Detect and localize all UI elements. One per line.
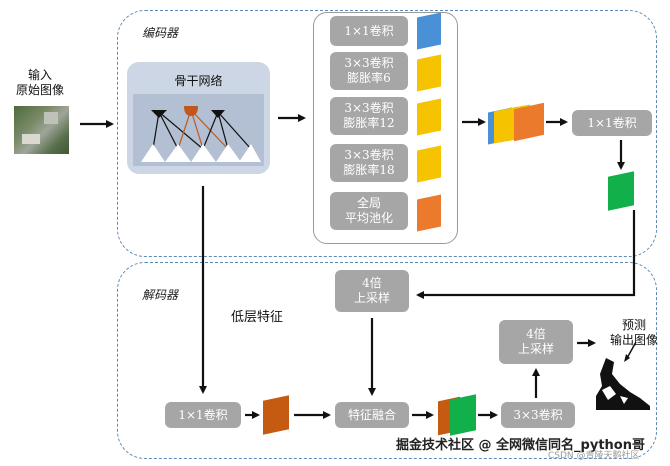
decoder-conv1x1: 1×1卷积 bbox=[165, 402, 241, 428]
decoder-conv3x3: 3×3卷积 bbox=[501, 402, 575, 428]
backbone-label: 骨干网络 bbox=[174, 74, 223, 88]
decoder-upsample-1: 4倍 上采样 bbox=[335, 270, 409, 312]
prediction-label: 预测 输出图像 bbox=[609, 318, 658, 347]
watermark-subtext: CSDN @青陵天鹅社区 bbox=[548, 451, 640, 461]
input-image bbox=[14, 106, 69, 154]
low-level-feature-label: 低层特征 bbox=[230, 310, 283, 325]
encoder-region bbox=[117, 10, 657, 257]
input-label: 输入 原始图像 bbox=[15, 68, 64, 97]
prediction-pointer bbox=[624, 341, 637, 362]
decoder-region bbox=[117, 262, 657, 459]
aspp-conv3x3-rate6: 3×3卷积 膨胀率6 bbox=[330, 52, 408, 90]
aspp-conv1x1: 1×1卷积 bbox=[330, 16, 408, 46]
prediction-image bbox=[596, 356, 652, 410]
decoder-upsample-2: 4倍 上采样 bbox=[499, 320, 573, 364]
backbone-block: 骨干网络 bbox=[127, 62, 270, 174]
aspp-conv3x3-rate18: 3×3卷积 膨胀率18 bbox=[330, 144, 408, 182]
encoder-conv1x1: 1×1卷积 bbox=[572, 110, 652, 136]
backbone-network-diagram bbox=[133, 94, 264, 166]
decoder-label: 解码器 bbox=[142, 288, 179, 302]
aspp-global-avg-pool: 全局 平均池化 bbox=[330, 192, 408, 230]
watermark-text: 掘金技术社区 @ 全网微信同名_python哥 bbox=[396, 438, 645, 453]
feature-fusion: 特征融合 bbox=[335, 402, 409, 428]
backbone-network-icon bbox=[141, 106, 261, 162]
encoder-label: 编码器 bbox=[142, 26, 179, 40]
aspp-conv3x3-rate12: 3×3卷积 膨胀率12 bbox=[330, 97, 408, 135]
